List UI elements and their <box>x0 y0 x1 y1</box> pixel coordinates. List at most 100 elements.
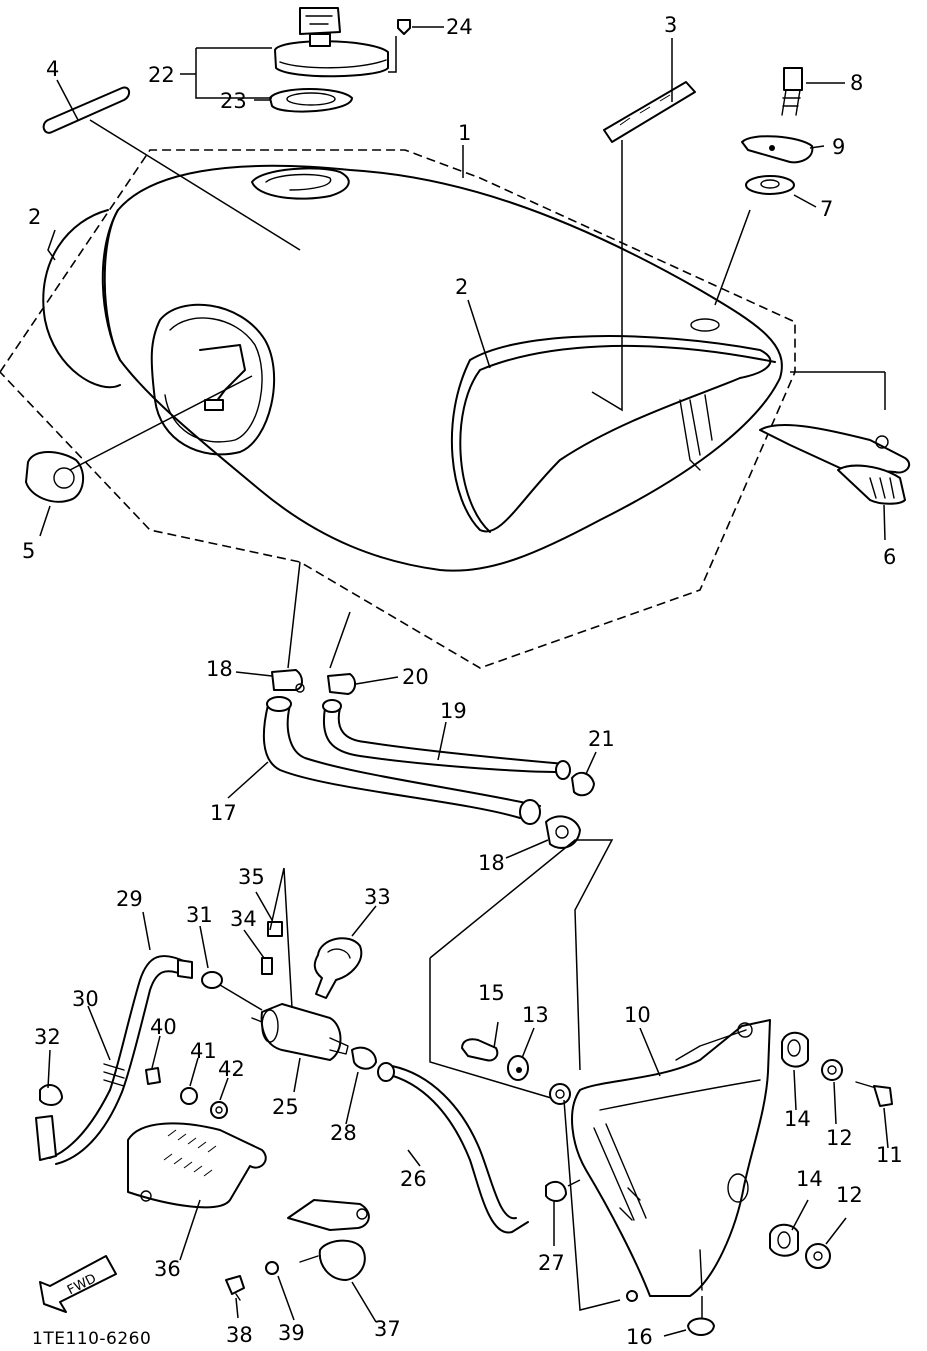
grommet-14-top <box>781 1031 809 1068</box>
callout-8: 8 <box>850 71 863 95</box>
filler-neck <box>251 167 350 200</box>
callout-31: 31 <box>186 903 213 927</box>
hose-30-spring <box>103 1063 125 1087</box>
callout-32: 32 <box>34 1025 61 1049</box>
callout-2-left: 2 <box>28 205 41 229</box>
callout-18-top: 18 <box>206 657 233 681</box>
callout-18-bottom: 18 <box>478 851 505 875</box>
callout-26: 26 <box>400 1167 427 1191</box>
callout-12-bottom: 12 <box>836 1183 863 1207</box>
cap-screw <box>397 19 411 35</box>
side-cover-10 <box>549 1019 771 1302</box>
fuel-tank <box>0 149 796 669</box>
hose-26 <box>385 1073 529 1234</box>
callout-1: 1 <box>458 121 471 145</box>
plate-9 <box>741 135 814 164</box>
callout-28: 28 <box>330 1121 357 1145</box>
tank-fuel-fitting <box>199 344 246 411</box>
nut-39 <box>265 1261 279 1275</box>
fuel-cap-gasket <box>269 88 353 113</box>
bolt-38 <box>225 1275 245 1301</box>
callout-21: 21 <box>588 727 615 751</box>
callout-5: 5 <box>22 539 35 563</box>
fuel-cap-key <box>299 7 341 35</box>
hose-19 <box>322 707 561 773</box>
fuel-filter <box>251 1003 349 1061</box>
callout-9: 9 <box>832 135 845 159</box>
callout-13: 13 <box>522 1003 549 1027</box>
bracket-37 <box>287 1199 370 1281</box>
nut-41 <box>180 1087 198 1105</box>
callout-39: 39 <box>278 1321 305 1345</box>
callout-24: 24 <box>446 15 473 39</box>
callout-7: 7 <box>820 197 833 221</box>
callout-17: 17 <box>210 801 237 825</box>
badge-recess-left-inner <box>164 317 263 443</box>
callout-4: 4 <box>46 57 59 81</box>
hose-end-32 <box>35 1115 57 1161</box>
callout-35: 35 <box>238 865 265 889</box>
callout-37: 37 <box>374 1317 401 1341</box>
collar-15 <box>461 1038 499 1062</box>
hose-clamp-21 <box>571 771 595 797</box>
callout-12-top: 12 <box>826 1126 853 1150</box>
callout-36: 36 <box>154 1257 181 1281</box>
hose-clamp-32 <box>39 1083 63 1106</box>
grommet-14-bottom <box>769 1223 799 1257</box>
callout-3: 3 <box>664 13 677 37</box>
callout-14-top: 14 <box>784 1107 811 1131</box>
washer-42 <box>210 1101 228 1119</box>
hose-19-end <box>322 699 342 713</box>
hose-clamp-28 <box>351 1046 377 1070</box>
washer-12-top <box>821 1059 843 1081</box>
tank-body <box>101 164 783 572</box>
washer-12-bottom <box>805 1243 831 1269</box>
hose-17-end <box>266 696 292 712</box>
callout-25: 25 <box>272 1095 299 1119</box>
emblem-recess-right <box>450 335 772 533</box>
callout-10: 10 <box>624 1003 651 1027</box>
emblem-strip <box>42 86 130 134</box>
grommet-cap <box>25 451 85 503</box>
clamp-27 <box>545 1180 567 1202</box>
callout-41: 41 <box>190 1039 217 1063</box>
callout-20: 20 <box>402 665 429 689</box>
callout-29: 29 <box>116 887 143 911</box>
callout-19: 19 <box>440 699 467 723</box>
tank-fuel-outlet <box>204 399 224 411</box>
screw-34 <box>261 957 273 975</box>
fuel-cap <box>274 40 389 78</box>
fuel-hoses <box>262 696 571 825</box>
washer-7 <box>745 175 795 195</box>
hose-clamp-20 <box>327 673 356 695</box>
connector-lines <box>287 561 614 1101</box>
callout-22: 22 <box>148 63 175 87</box>
hose-clamp-18-top <box>271 669 305 693</box>
fuel-cap-assembly <box>269 7 411 113</box>
filler-neck-inner <box>265 173 332 191</box>
rear-mount-bracket <box>759 424 911 505</box>
callout-6: 6 <box>883 545 896 569</box>
bolt-8 <box>781 67 803 116</box>
bolt-11 <box>855 1081 893 1107</box>
badge-recess-left <box>150 303 276 456</box>
filter-cover-36 <box>127 1122 267 1209</box>
grommet-13 <box>507 1055 529 1081</box>
callout-23: 23 <box>220 89 247 113</box>
drawing-code: 1TE110-6260 <box>32 1329 151 1349</box>
forward-direction-arrow: FWD <box>39 1255 117 1313</box>
trim-seal-left <box>42 209 121 389</box>
callout-38: 38 <box>226 1323 253 1347</box>
callout-40: 40 <box>150 1015 177 1039</box>
callout-numbers: 1 2 2 3 4 5 6 7 8 9 10 11 12 12 13 14 14… <box>22 13 903 1349</box>
callout-15: 15 <box>478 981 505 1005</box>
side-trim-strip <box>459 344 776 533</box>
callout-27: 27 <box>538 1251 565 1275</box>
tank-mount-hole <box>690 318 720 332</box>
leader-lines <box>39 26 889 1337</box>
tank-assembly-boundary <box>0 149 796 669</box>
callout-11: 11 <box>876 1143 903 1167</box>
callout-2-right: 2 <box>455 275 468 299</box>
callout-14-bottom: 14 <box>796 1167 823 1191</box>
